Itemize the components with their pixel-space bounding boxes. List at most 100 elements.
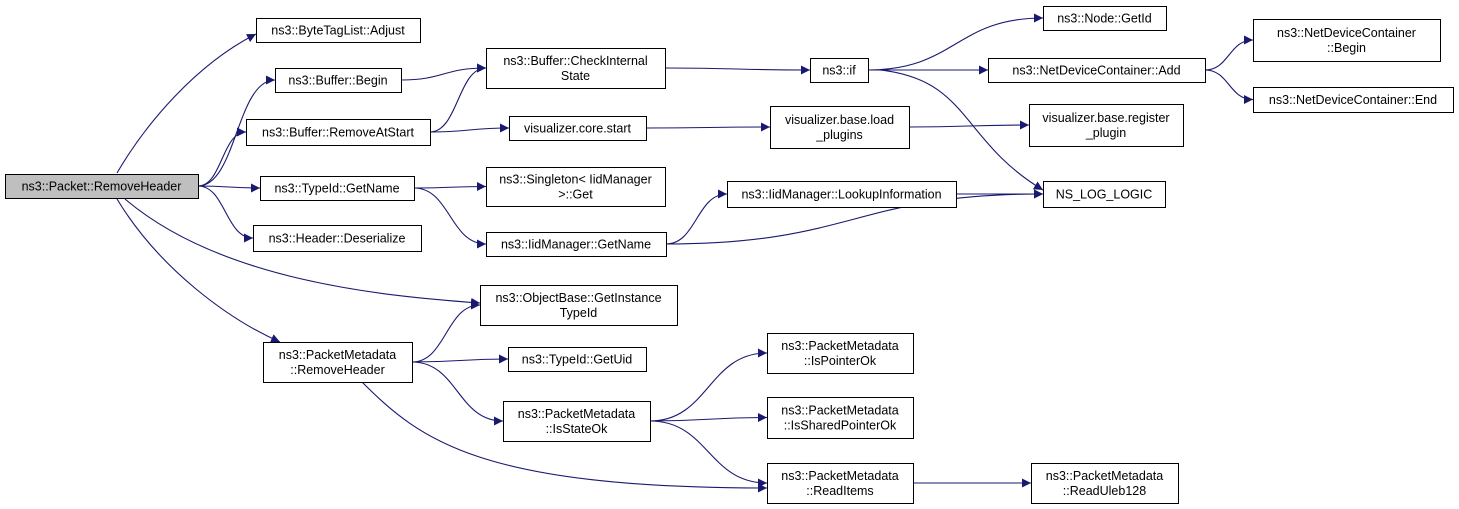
node-label: ::IsStateOk	[546, 422, 609, 436]
node-box	[5, 174, 199, 199]
node-buffer-begin[interactable]: ns3::Buffer::Begin	[275, 68, 402, 93]
node-label: ns3::Buffer::Begin	[288, 74, 387, 88]
node-label: ns3::Packet::RemoveHeader	[22, 180, 182, 194]
node-box	[486, 48, 666, 89]
node-label: ::RemoveHeader	[290, 363, 385, 377]
node-vis-load-plugins[interactable]: visualizer.base.load_plugins	[770, 106, 910, 149]
node-box	[256, 18, 421, 43]
node-label: _plugin	[1085, 126, 1126, 140]
node-ndc-add[interactable]: ns3::NetDeviceContainer::Add	[988, 58, 1206, 83]
node-box	[480, 285, 678, 326]
edge-iid_getname-to-ns_log_logic	[665, 189, 1044, 245]
node-vis-core-start[interactable]: visualizer.core.start	[509, 116, 647, 141]
edge-root-to-pm_removeheader	[116, 198, 281, 343]
node-pm-readitems[interactable]: ns3::PacketMetadata::ReadItems	[767, 463, 914, 504]
edge-buffer_checkinternal-to-ns3_if	[664, 65, 811, 75]
node-box	[508, 347, 647, 372]
node-box	[988, 58, 1206, 83]
function-nodes: ns3::Packet::RemoveHeader ns3::ByteTagLis…	[5, 6, 1454, 504]
edge-pm_removeheader-to-objbase_getinstance	[411, 300, 481, 363]
edge-pm_removeheader-to-pm_isstateok	[411, 361, 504, 426]
edge-typeid_getname-to-iid_getname	[413, 187, 487, 249]
node-label: ::IsSharedPointerOk	[784, 419, 897, 433]
node-ns3-if[interactable]: ns3::if	[810, 58, 869, 83]
edge-pm_removeheader-to-pm_readitems	[361, 381, 768, 493]
node-label: ::Begin	[1327, 41, 1366, 55]
node-label: ns3::PacketMetadata	[518, 407, 635, 421]
node-vis-register-plugin[interactable]: visualizer.base.register_plugin	[1029, 104, 1184, 147]
edge-root-to-header_deserialize	[197, 185, 254, 243]
edge-pm_isstateok-to-pm_readitems	[649, 420, 768, 488]
edge-pm_removeheader-to-typeid_getuid	[411, 354, 509, 364]
node-iid-lookupinfo[interactable]: ns3::IidManager::LookupInformation	[727, 181, 957, 208]
node-label: ns3::Singleton< IidManager	[499, 173, 652, 187]
node-label: ::ReadItems	[806, 484, 873, 498]
node-box	[810, 58, 869, 83]
edge-root-to-bytetag_adjust	[116, 33, 257, 174]
node-label: ns3::PacketMetadata	[781, 404, 898, 418]
node-box	[727, 181, 957, 208]
edge-vis_core_start-to-vis_load_plugins	[645, 122, 771, 132]
node-box	[770, 106, 910, 149]
node-typeid-getuid[interactable]: ns3::TypeId::GetUid	[508, 347, 647, 372]
edge-pm_isstateok-to-pm_ispointerok	[649, 348, 768, 422]
node-typeid-getname[interactable]: ns3::TypeId::GetName	[260, 176, 415, 201]
node-box	[486, 167, 666, 207]
node-box	[253, 225, 422, 252]
node-buffer-removeatstart[interactable]: ns3::Buffer::RemoveAtStart	[246, 119, 431, 146]
node-box	[1253, 87, 1454, 113]
node-label: ns3::PacketMetadata	[279, 348, 396, 362]
node-header-deserialize[interactable]: ns3::Header::Deserialize	[253, 225, 422, 252]
node-label: ns3::IidManager::GetName	[501, 238, 651, 252]
node-label: ::ReadUleb128	[1063, 484, 1146, 498]
edge-iid_getname-to-iid_lookupinfo	[665, 189, 728, 245]
node-box	[1043, 6, 1167, 31]
node-label: TypeId	[560, 306, 598, 320]
node-label: ns3::if	[822, 64, 856, 78]
node-label: ns3::Node::GetId	[1057, 12, 1152, 26]
node-box	[503, 401, 651, 442]
node-pm-readuleb128[interactable]: ns3::PacketMetadata::ReadUleb128	[1031, 463, 1179, 504]
node-singleton-get[interactable]: ns3::Singleton< IidManager>::Get	[486, 167, 666, 207]
node-box	[275, 68, 402, 93]
node-box	[1031, 463, 1179, 504]
node-ndc-begin[interactable]: ns3::NetDeviceContainer::Begin	[1253, 19, 1441, 62]
edge-ns3_if-to-ns_log_logic	[879, 69, 1044, 191]
node-ns-log-logic[interactable]: NS_LOG_LOGIC	[1043, 181, 1166, 208]
node-pm-ispointerok[interactable]: ns3::PacketMetadata::IsPointerOk	[767, 333, 914, 374]
node-pm-removeheader[interactable]: ns3::PacketMetadata::RemoveHeader	[263, 342, 413, 383]
node-label: ns3::PacketMetadata	[781, 339, 898, 353]
node-bytetag-adjust[interactable]: ns3::ByteTagList::Adjust	[256, 18, 421, 43]
node-label: ns3::Header::Deserialize	[269, 232, 406, 246]
node-label: ns3::Buffer::CheckInternal	[503, 54, 647, 68]
node-ndc-end[interactable]: ns3::NetDeviceContainer::End	[1253, 87, 1454, 113]
node-iid-getname[interactable]: ns3::IidManager::GetName	[486, 232, 667, 257]
edge-buffer_removeatstart-to-vis_core_start	[429, 123, 510, 133]
node-label: ns3::ByteTagList::Adjust	[271, 24, 405, 38]
node-box	[1253, 19, 1441, 62]
node-label: ns3::PacketMetadata	[1046, 469, 1163, 483]
node-label: ns3::PacketMetadata	[781, 469, 898, 483]
edge-ndc_add-to-ndc_begin	[1204, 35, 1254, 71]
edge-root-to-objbase_getinstance	[124, 198, 481, 307]
node-root[interactable]: ns3::Packet::RemoveHeader	[5, 174, 199, 199]
edge-buffer_removeatstart-to-buffer_checkinternal	[429, 63, 487, 133]
node-box	[1043, 181, 1166, 208]
node-box	[767, 333, 914, 374]
node-box	[246, 119, 431, 146]
node-label: visualizer.base.load	[785, 113, 894, 127]
node-label: ns3::NetDeviceContainer::End	[1269, 93, 1437, 107]
node-pm-isstateok[interactable]: ns3::PacketMetadata::IsStateOk	[503, 401, 651, 442]
node-box	[509, 116, 647, 141]
call-edges	[116, 13, 1254, 493]
edge-ns3_if-to-node_getid	[867, 13, 1044, 71]
node-label: ::IsPointerOk	[804, 354, 877, 368]
node-node-getid[interactable]: ns3::Node::GetId	[1043, 6, 1167, 31]
node-label: visualizer.core.start	[524, 122, 632, 136]
node-box	[767, 397, 914, 439]
node-pm-issharedpointerok[interactable]: ns3::PacketMetadata::IsSharedPointerOk	[767, 397, 914, 439]
node-box	[486, 232, 667, 257]
